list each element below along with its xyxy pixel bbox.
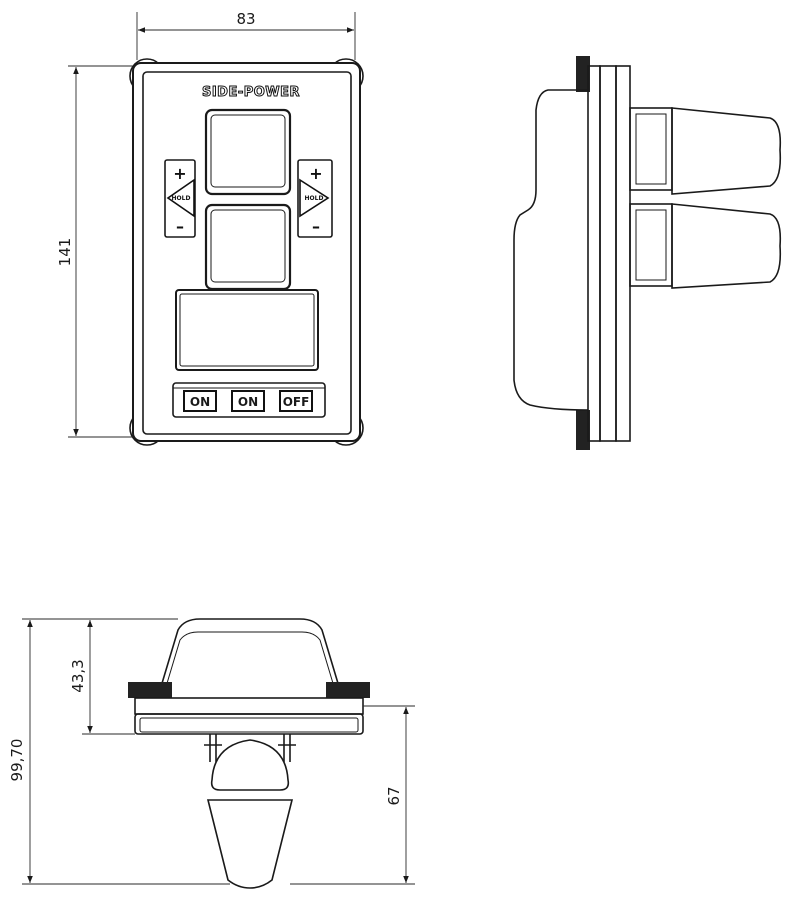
right-plus-symbol: + [309, 164, 322, 183]
left-arrow-icon [166, 178, 195, 218]
on-button-2 [231, 390, 265, 412]
switch-bar [172, 382, 326, 418]
off-button [279, 390, 313, 412]
left-side-control [164, 159, 196, 238]
right-arrow-icon [299, 178, 330, 218]
side-connector-upper [629, 107, 782, 195]
side-connector-lower [629, 203, 782, 289]
svg-text:ON: ON [238, 395, 258, 409]
svg-text:ON: ON [190, 395, 210, 409]
display-window [175, 289, 319, 371]
side-view [513, 56, 782, 450]
dim-body-height-label: 43,3 [69, 659, 87, 692]
left-plus-symbol: + [173, 164, 186, 183]
svg-text:OFF: OFF [283, 395, 310, 409]
bottom-nut-right [326, 682, 370, 698]
bottom-nut-left [128, 682, 172, 698]
panel-inner-frame [142, 71, 352, 435]
left-minus-symbol: – [176, 217, 184, 236]
side-base-plate [587, 65, 601, 442]
bottom-base-plate [134, 697, 364, 715]
dim-total-height-label: 99,70 [8, 739, 26, 782]
right-side-control [297, 159, 333, 238]
right-hold-label: HOLD [305, 195, 324, 202]
bottom-connector [210, 739, 290, 791]
side-nut-top [576, 56, 590, 92]
lower-thruster-button [204, 203, 292, 291]
side-housing [513, 89, 589, 411]
on-button-1 [183, 390, 217, 412]
dim-width-label: 83 [236, 10, 255, 28]
dim-depth-label: 67 [385, 786, 403, 805]
dim-height-label: 141 [56, 238, 74, 267]
front-view: SIDE-POWER + HOLD – + HOLD – ON ON OFF [56, 10, 364, 446]
left-hold-label: HOLD [172, 195, 191, 202]
side-nut-bottom [576, 410, 590, 450]
bottom-housing-dome [159, 618, 341, 691]
right-minus-symbol: – [312, 217, 320, 236]
upper-thruster-button [204, 108, 292, 196]
brand-logo: SIDE-POWER [202, 85, 300, 100]
bottom-view: 99,70 43,3 67 [8, 618, 415, 889]
